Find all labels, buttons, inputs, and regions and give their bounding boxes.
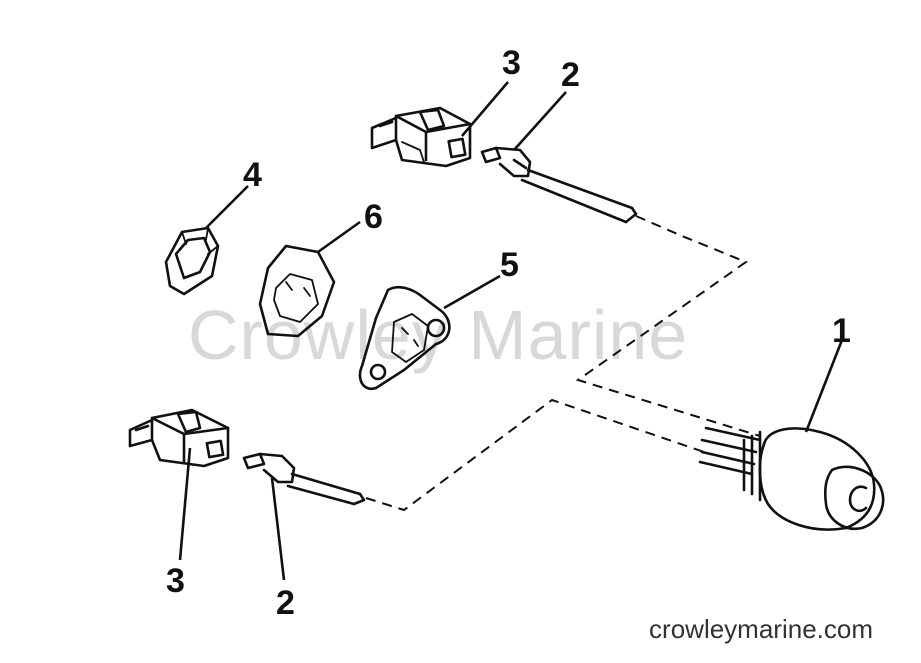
mounting-plate-5 bbox=[358, 285, 451, 391]
callout-2-top: 2 bbox=[561, 56, 580, 94]
dashed-wire-upper bbox=[575, 215, 761, 437]
callout-5: 5 bbox=[500, 246, 519, 284]
callout-3-top: 3 bbox=[502, 44, 521, 82]
hex-nut bbox=[164, 226, 220, 296]
terminal-wire-top bbox=[480, 146, 638, 224]
leader-6 bbox=[317, 220, 361, 254]
leader-3-top bbox=[461, 81, 509, 137]
callout-2-bottom: 2 bbox=[276, 584, 295, 622]
leader-1 bbox=[804, 339, 844, 433]
leader-4 bbox=[205, 185, 249, 229]
callout-3-bottom: 3 bbox=[166, 562, 185, 600]
leader-2-bottom bbox=[270, 477, 286, 581]
leader-5 bbox=[443, 274, 501, 310]
connector-housing-bottom bbox=[128, 408, 230, 468]
callout-6: 6 bbox=[364, 198, 383, 236]
terminal-wire-bottom bbox=[242, 452, 366, 506]
site-label: crowleymarine.com bbox=[649, 614, 873, 644]
dashed-wire-lower bbox=[365, 398, 705, 512]
leader-3-bottom bbox=[178, 447, 192, 561]
connector-housing-top bbox=[370, 106, 472, 168]
gasket-6 bbox=[258, 244, 336, 338]
callout-4: 4 bbox=[243, 156, 262, 194]
callout-1: 1 bbox=[832, 312, 851, 350]
leader-2-top bbox=[513, 91, 567, 151]
switch-body bbox=[698, 426, 885, 531]
